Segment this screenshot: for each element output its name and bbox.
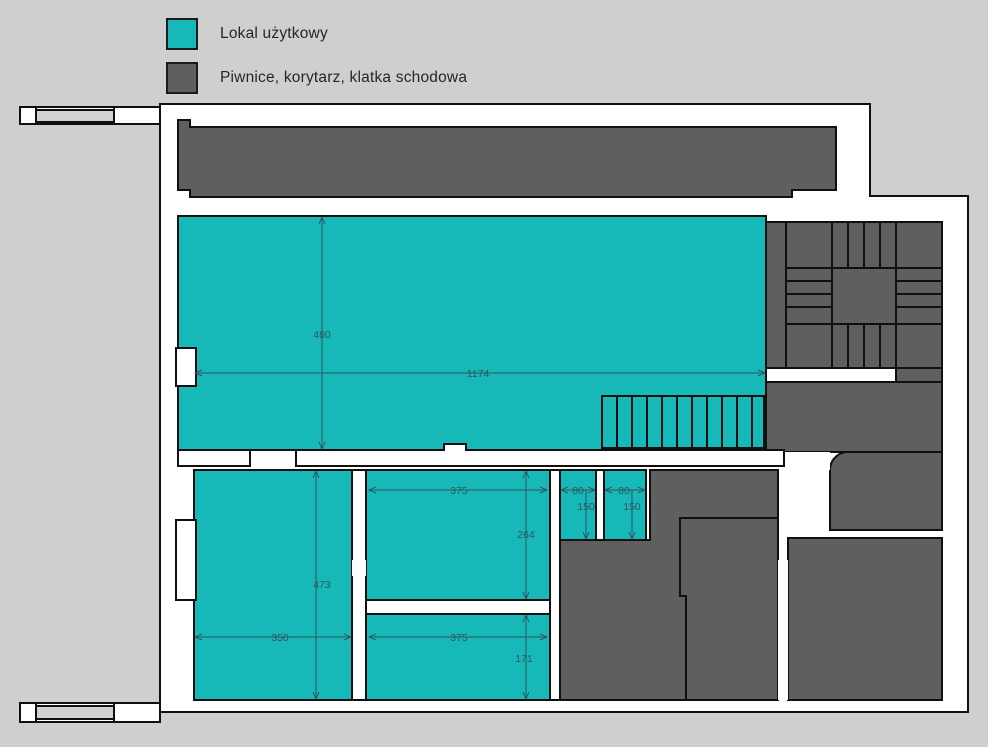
niche-cutout	[780, 452, 830, 488]
wall-between-basement-rooms	[778, 560, 788, 700]
dim-label-1174: 1174	[467, 368, 490, 380]
legend-item-piwnice-korytarz-klatka: Piwnice, korytarz, klatka schodowa	[166, 56, 786, 100]
dim-arrow-1174-right	[757, 369, 767, 377]
color-swatch-icon-teal	[166, 18, 198, 50]
dim-arrow-1174-left	[193, 369, 203, 377]
dimension-labels: 480 1174 375 80 80 150 150 264 473 350 3…	[271, 329, 641, 665]
dim-arrow-473-bottom	[312, 691, 320, 701]
dim-arrow-375l-right	[539, 633, 549, 641]
corridor-middle-right	[765, 381, 943, 453]
dim-arrow-350-right	[343, 633, 353, 641]
wall-right-of-lower-rooms	[549, 469, 561, 701]
legend-item-lokal-uzytkowy: Lokal użytkowy	[166, 12, 786, 56]
dim-arrow-80l-a	[559, 486, 569, 494]
stairwell-landing	[831, 267, 897, 325]
dim-arrow-150r	[628, 531, 636, 541]
legend: Lokal użytkowy Piwnice, korytarz, klatka…	[166, 12, 786, 100]
wall-partition-jog	[352, 560, 366, 576]
basement-room-c	[829, 451, 943, 531]
dim-label-150-left: 150	[577, 501, 595, 513]
dim-arrow-150l	[582, 531, 590, 541]
dim-label-350: 350	[271, 632, 289, 644]
balcony-top-left-infill	[35, 109, 115, 123]
dim-label-80-right: 80	[618, 485, 630, 497]
dim-label-375-upper: 375	[450, 485, 468, 497]
wall-segment-hall-bottom-right	[295, 443, 785, 467]
wall-segment-hall-bottom-left	[177, 449, 251, 467]
interior-walls	[175, 347, 788, 701]
dim-arrow-80l-b	[587, 486, 597, 494]
interior-staircase	[601, 395, 765, 449]
color-swatch-icon-gray	[166, 62, 198, 94]
stairwell-top-right	[785, 221, 943, 453]
wall-partition-lower-vertical	[351, 469, 367, 701]
dim-arrow-171-top	[522, 613, 530, 623]
dimension-annotations	[193, 215, 767, 701]
basement-corridor-areas	[177, 119, 943, 701]
dim-arrow-171-bottom	[522, 691, 530, 701]
dim-arrow-480-bottom	[318, 441, 326, 451]
dim-label-171: 171	[515, 653, 533, 665]
dim-arrow-80r-b	[637, 486, 647, 494]
dim-label-80-left: 80	[572, 485, 584, 497]
wall-niche-left-upper	[175, 347, 197, 387]
basement-room-d	[787, 537, 943, 701]
dim-arrow-375u-right	[539, 486, 549, 494]
dim-label-480: 480	[313, 329, 331, 341]
wall-niche-left-lower	[175, 519, 197, 601]
dim-label-375-lower: 375	[450, 632, 468, 644]
dim-arrow-264-bottom	[522, 591, 530, 601]
dim-label-150-right: 150	[623, 501, 641, 513]
wall-partition-lower-horizontal	[365, 599, 551, 615]
dim-label-264: 264	[517, 529, 535, 541]
interior-staircase-outline	[601, 395, 765, 449]
wall-between-80-cells	[595, 469, 605, 541]
basement-room-b	[679, 517, 779, 701]
dim-arrow-264-top	[522, 469, 530, 479]
dim-arrow-80r-a	[603, 486, 613, 494]
dim-arrow-350-left	[193, 633, 203, 641]
balcony-bottom-left-infill	[35, 705, 115, 720]
corridor-vertical-link	[765, 221, 787, 369]
dim-arrow-375u-left	[367, 486, 377, 494]
corridor-top	[177, 119, 837, 198]
dim-label-473: 473	[313, 579, 331, 591]
legend-label-lokal-uzytkowy: Lokal użytkowy	[220, 25, 328, 42]
dim-arrow-473-top	[312, 469, 320, 479]
dim-arrow-375l-left	[367, 633, 377, 641]
legend-label-piwnice-korytarz-klatka: Piwnice, korytarz, klatka schodowa	[220, 69, 468, 86]
dim-arrow-480-top	[318, 215, 326, 225]
